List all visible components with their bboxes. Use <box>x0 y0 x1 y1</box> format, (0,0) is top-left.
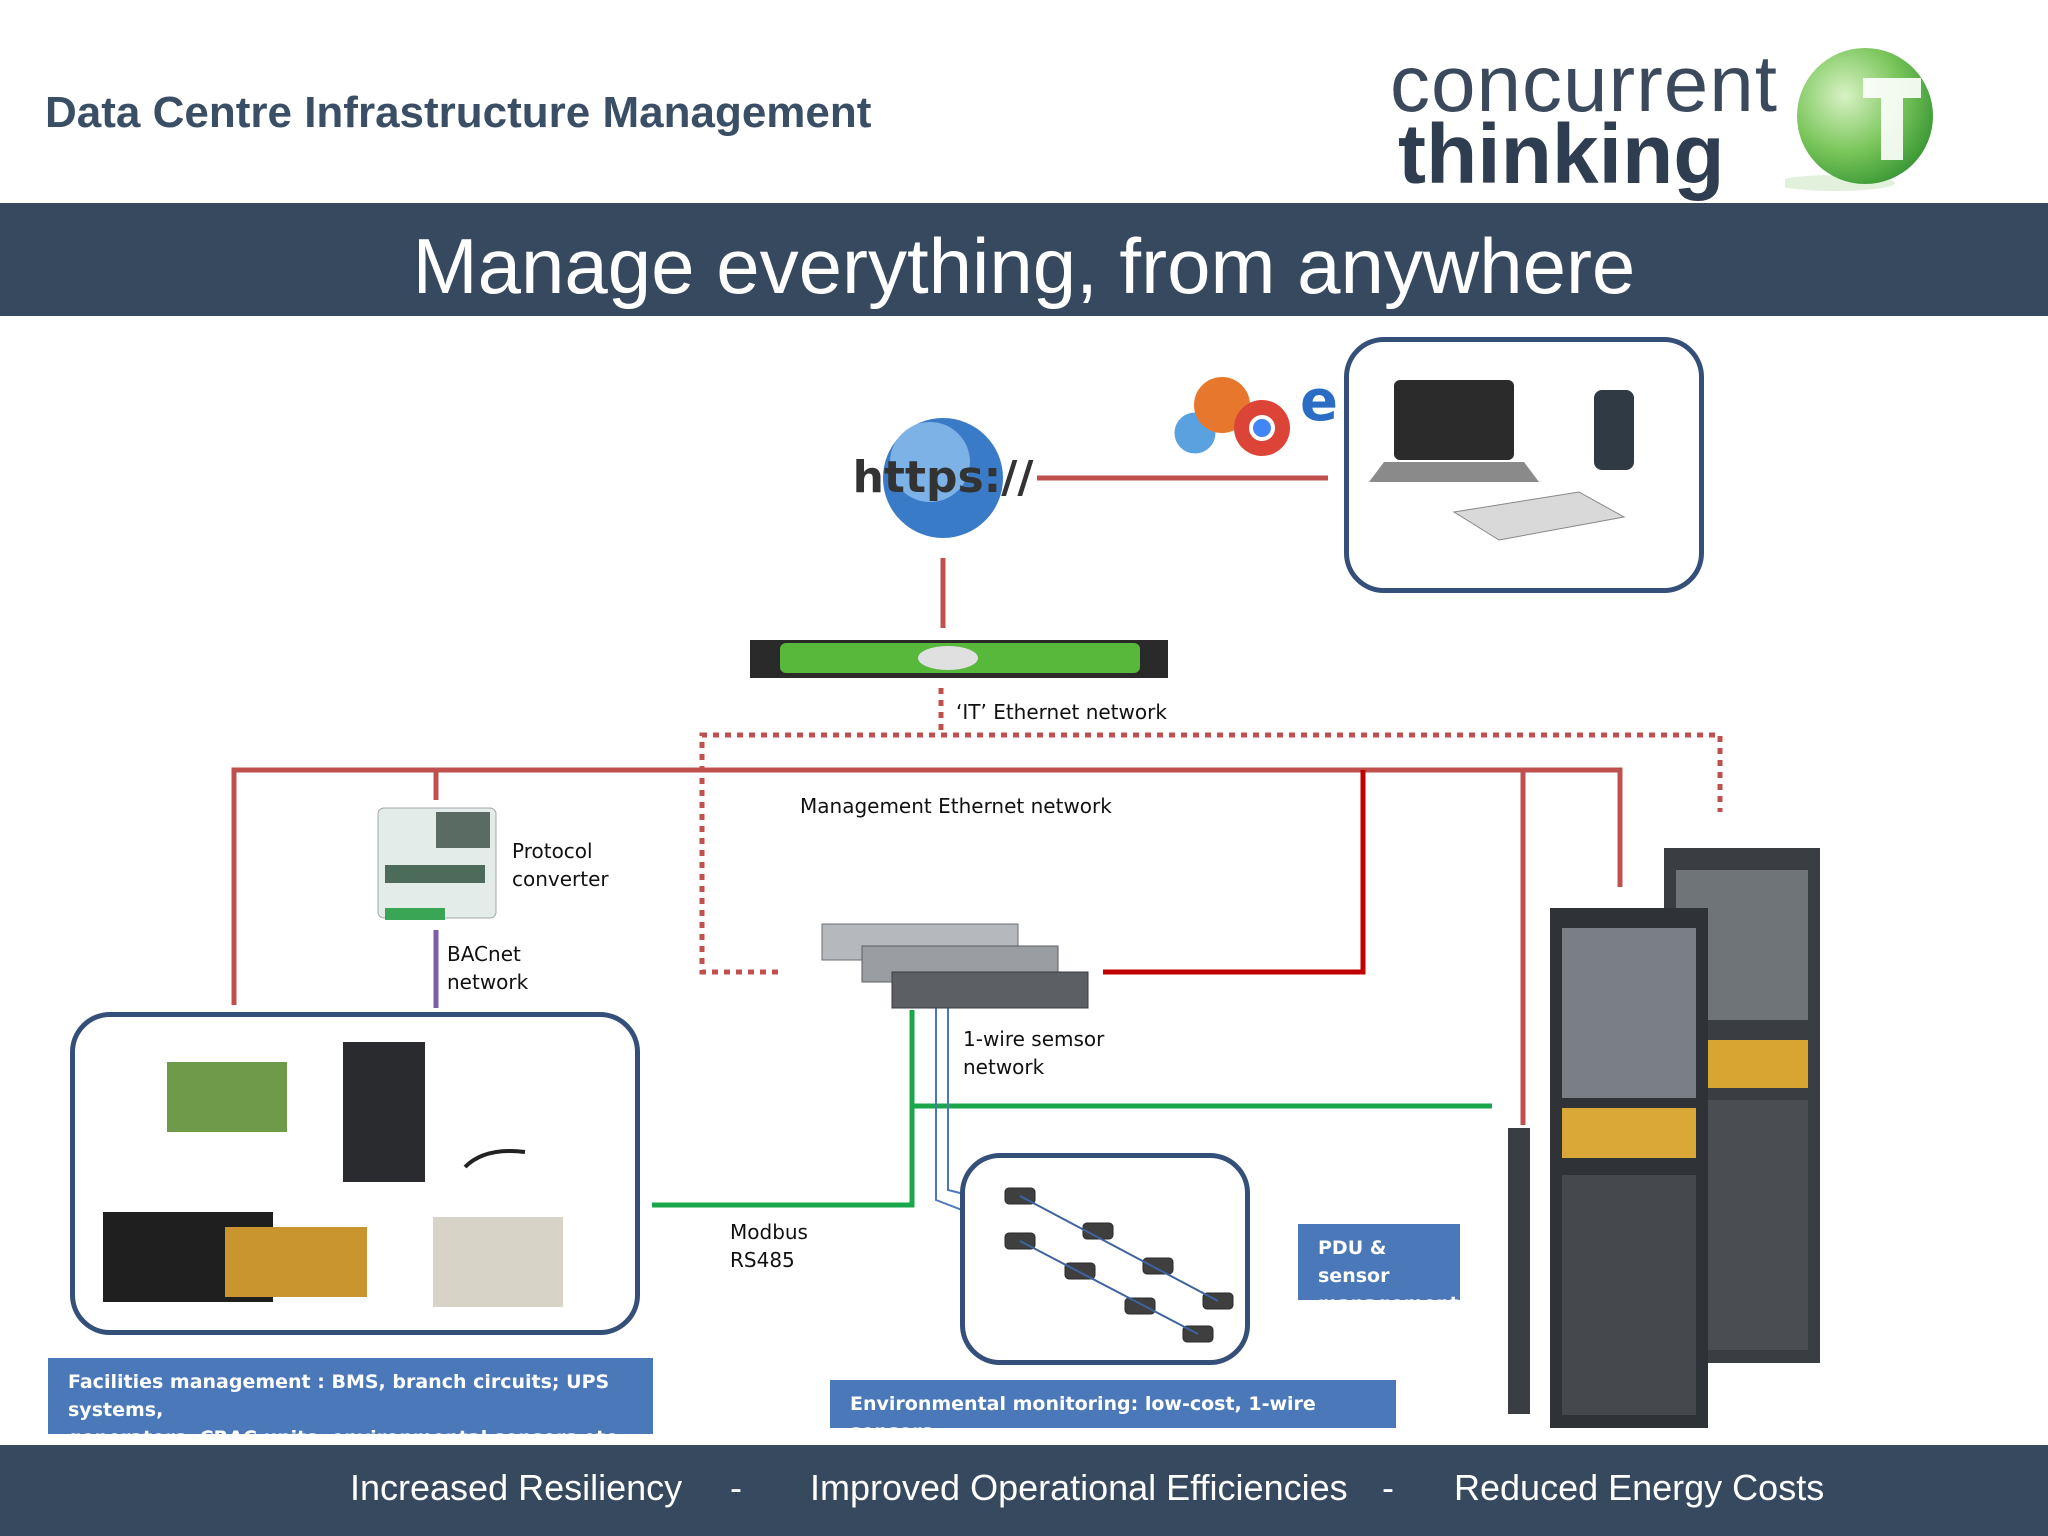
one-wire-sensors-icons <box>1004 1187 1234 1343</box>
logo-word-thinking: thinking <box>1398 107 1725 201</box>
it-ethernet-dotted-lines <box>699 688 1723 975</box>
management-appliances <box>821 923 1089 1009</box>
crac-unit-icon <box>433 1217 563 1307</box>
server-racks <box>1508 848 1820 1428</box>
client-devices-box <box>1344 337 1704 593</box>
it-ethernet-label: ‘IT’ Ethernet network <box>956 700 1167 724</box>
facilities-management-box: Facilities management : BMS, branch circ… <box>48 1358 653 1449</box>
bacnet-label: BACnet network <box>447 942 529 994</box>
concurrent-thinking-logo: concurrent thinking <box>1390 28 1950 208</box>
protocol-converter-device <box>377 807 497 920</box>
browser-icons: e <box>1171 369 1338 457</box>
title-banner: Manage everything, from anywhere <box>0 203 2048 316</box>
https-globe-icon: https:// <box>853 418 1035 538</box>
footer-bar: Increased Resiliency - Improved Operatio… <box>0 1445 2048 1536</box>
one-wire-label: 1-wire semsor network <box>963 1027 1105 1079</box>
pdu-strip <box>1508 1128 1530 1414</box>
ie-icon: e <box>1300 369 1338 434</box>
one-wire-sensors-box <box>960 1153 1250 1365</box>
appliance-server-icon <box>750 640 1168 678</box>
footer-separator: - <box>730 1467 742 1508</box>
bms-board-icon <box>167 1062 287 1132</box>
management-ethernet-lines <box>231 475 1623 1125</box>
logo-sphere-icon <box>1785 48 1933 191</box>
pdu-management-box: PDU & sensor management <box>1298 1224 1460 1315</box>
banner-title: Manage everything, from anywhere <box>412 222 1636 310</box>
footer-item-energy: Reduced Energy Costs <box>1454 1467 1825 1508</box>
footer-item-efficiencies: Improved Operational Efficiencies <box>810 1467 1348 1508</box>
ups-cabinet-icon <box>343 1042 425 1182</box>
page-title: Data Centre Infrastructure Management <box>45 88 872 137</box>
dark-red-lines <box>1103 770 1366 975</box>
client-devices-icons <box>1369 380 1634 541</box>
footer-item-resiliency: Increased Resiliency <box>350 1467 683 1508</box>
footer-separator: - <box>1382 1467 1394 1508</box>
management-ethernet-label: Management Ethernet network <box>800 794 1112 818</box>
modbus-label: Modbus RS485 <box>730 1220 808 1272</box>
sensor-cable-icon <box>463 1149 526 1169</box>
facilities-devices-box <box>70 1012 640 1335</box>
laptop-icon <box>1394 380 1514 460</box>
tablet-icon <box>1452 491 1626 541</box>
logo-word-concurrent: concurrent <box>1390 39 1778 128</box>
facilities-devices-icons <box>103 1042 563 1307</box>
protocol-converter-label: Protocol converter <box>512 839 609 891</box>
smartphone-icon <box>1594 390 1634 470</box>
https-text: https:// <box>853 452 1035 503</box>
modbus-green-lines <box>652 1010 1492 1208</box>
environmental-monitoring-box: Environmental monitoring: low-cost, 1-wi… <box>830 1380 1396 1443</box>
